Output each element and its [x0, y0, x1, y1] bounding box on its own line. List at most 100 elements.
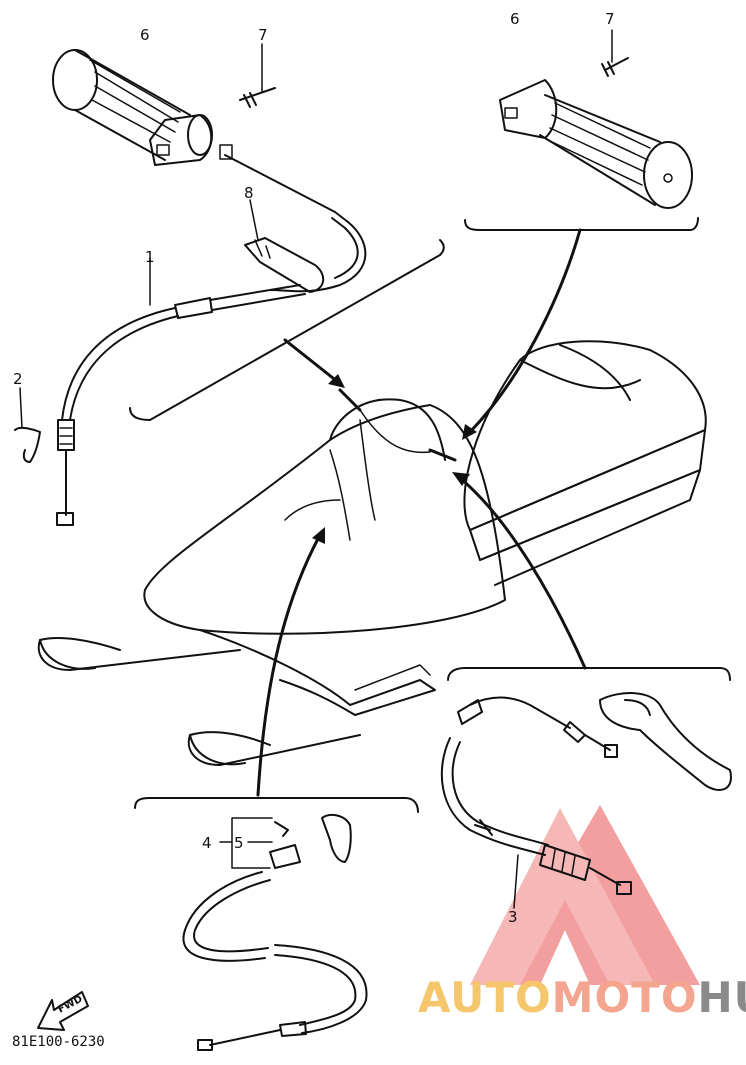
throttle-cable-end	[219, 144, 233, 160]
throttle-lever-housing	[269, 844, 301, 869]
ski-right	[187, 731, 361, 766]
screw-left-head	[243, 92, 257, 108]
handlebar-bar	[359, 409, 431, 454]
arrowhead-grip-left	[328, 374, 345, 388]
callout-7-right: 7	[605, 10, 615, 28]
grip-left-body	[74, 49, 191, 161]
brake-cable-inner-top	[584, 734, 611, 751]
brake-cable-thread	[551, 849, 576, 875]
lever-cable-inner	[209, 1029, 281, 1046]
cable-holder	[244, 199, 325, 293]
lever-cable-end	[197, 1039, 213, 1051]
watermark-triangle-left	[470, 808, 655, 985]
brake-cable-inner-bottom	[589, 867, 621, 886]
screw-right-head	[601, 61, 615, 77]
bracket-upper-left	[129, 239, 445, 421]
lever-cable-fitting	[279, 1021, 307, 1037]
brake-cable-leader	[513, 854, 519, 909]
bracket-upper-right	[464, 217, 699, 231]
cable-clip-shape	[14, 426, 41, 463]
watermark-moto: MOTO	[552, 973, 698, 1022]
brake-cable-bottom-end	[616, 881, 632, 895]
throttle-cable	[56, 144, 367, 526]
fwd-arrow: FWD	[37, 991, 89, 1031]
throttle-cable-housing	[61, 307, 179, 421]
cable-holder-clip	[254, 239, 271, 259]
seat-outline	[463, 340, 707, 531]
brake-cable-upper-fitting	[563, 721, 586, 743]
watermark-auto: AUTO	[418, 973, 552, 1022]
grip-right	[499, 79, 693, 209]
fwd-label: FWD	[56, 994, 84, 1016]
watermark-logo	[470, 805, 700, 985]
callout-3: 3	[508, 908, 518, 926]
screw-right-shaft	[604, 57, 629, 71]
windshield	[329, 398, 446, 461]
ski-left	[37, 637, 241, 671]
snowmobile-body	[37, 340, 707, 766]
reference-leaders	[129, 217, 731, 813]
callout-7-left: 7	[258, 26, 268, 44]
brake-lever-assembly	[440, 692, 732, 909]
screw-left	[239, 43, 276, 108]
ski-right-tip	[189, 734, 246, 766]
grip-left-ribs	[89, 59, 181, 143]
lever-cable-housing	[182, 871, 271, 962]
callout-4-5-bracket	[219, 817, 273, 869]
bracket-lower-left	[134, 797, 419, 813]
grip-right-end	[643, 141, 693, 209]
grip-right-collar	[499, 79, 558, 139]
brake-cable-top-end	[604, 744, 618, 758]
throttle-lever-assembly	[182, 813, 368, 1051]
throttle-lever-body	[321, 813, 352, 863]
callout-6-left: 6	[140, 26, 150, 44]
handlebar-stem	[329, 419, 376, 541]
handlebar-right-end	[428, 448, 457, 462]
throttle-cable-fitting	[174, 297, 213, 319]
grip-left	[52, 49, 213, 166]
leader-grip-left	[283, 338, 340, 384]
throttle-cable-loop	[269, 221, 367, 293]
watermark-hub: HUB	[698, 973, 746, 1022]
watermark-triangle-cut	[540, 930, 590, 985]
brake-cable-housing	[440, 737, 549, 856]
seat-detail	[519, 344, 641, 401]
callout-5: 5	[234, 834, 244, 852]
brake-cable-label-band	[474, 819, 493, 836]
handlebar-left-end	[338, 388, 362, 412]
grip-right-tab	[504, 107, 518, 119]
lever-cable-lower	[274, 944, 368, 1034]
grip-right-body	[539, 94, 661, 206]
grip-left-bore	[187, 114, 213, 156]
throttle-lever-pin	[274, 821, 289, 837]
callout-1: 1	[145, 248, 155, 266]
fwd-arrow-shape	[37, 991, 89, 1031]
arrowhead-brake	[452, 472, 470, 486]
brake-cable-adjuster	[539, 844, 591, 881]
leader-brake	[458, 476, 587, 670]
callout-2: 2	[13, 370, 23, 388]
watermark-text: AUTOMOTOHUB	[418, 973, 746, 1022]
brake-cable-elbow	[457, 699, 483, 725]
grip-right-ribs	[547, 102, 651, 186]
grip-left-tab	[156, 144, 170, 156]
grip-right-hole	[663, 173, 673, 183]
cable-clip	[14, 387, 41, 463]
belly-detail	[354, 664, 431, 691]
leader-grip-right	[468, 228, 582, 434]
callout-8: 8	[244, 184, 254, 202]
callout-6-right: 6	[510, 10, 520, 28]
cable-holder-body	[244, 237, 325, 293]
cable-holder-leader	[249, 199, 259, 241]
hood-outline	[143, 404, 506, 635]
throttle-cable-nut	[331, 211, 349, 229]
ski-left-tip	[39, 639, 96, 670]
screw-right	[601, 29, 629, 77]
brake-lever-body	[599, 692, 732, 791]
hood-edge	[284, 499, 341, 521]
tunnel-side	[469, 429, 706, 561]
arrowhead-throttle	[312, 527, 325, 544]
brake-lever-pivot	[624, 699, 651, 716]
